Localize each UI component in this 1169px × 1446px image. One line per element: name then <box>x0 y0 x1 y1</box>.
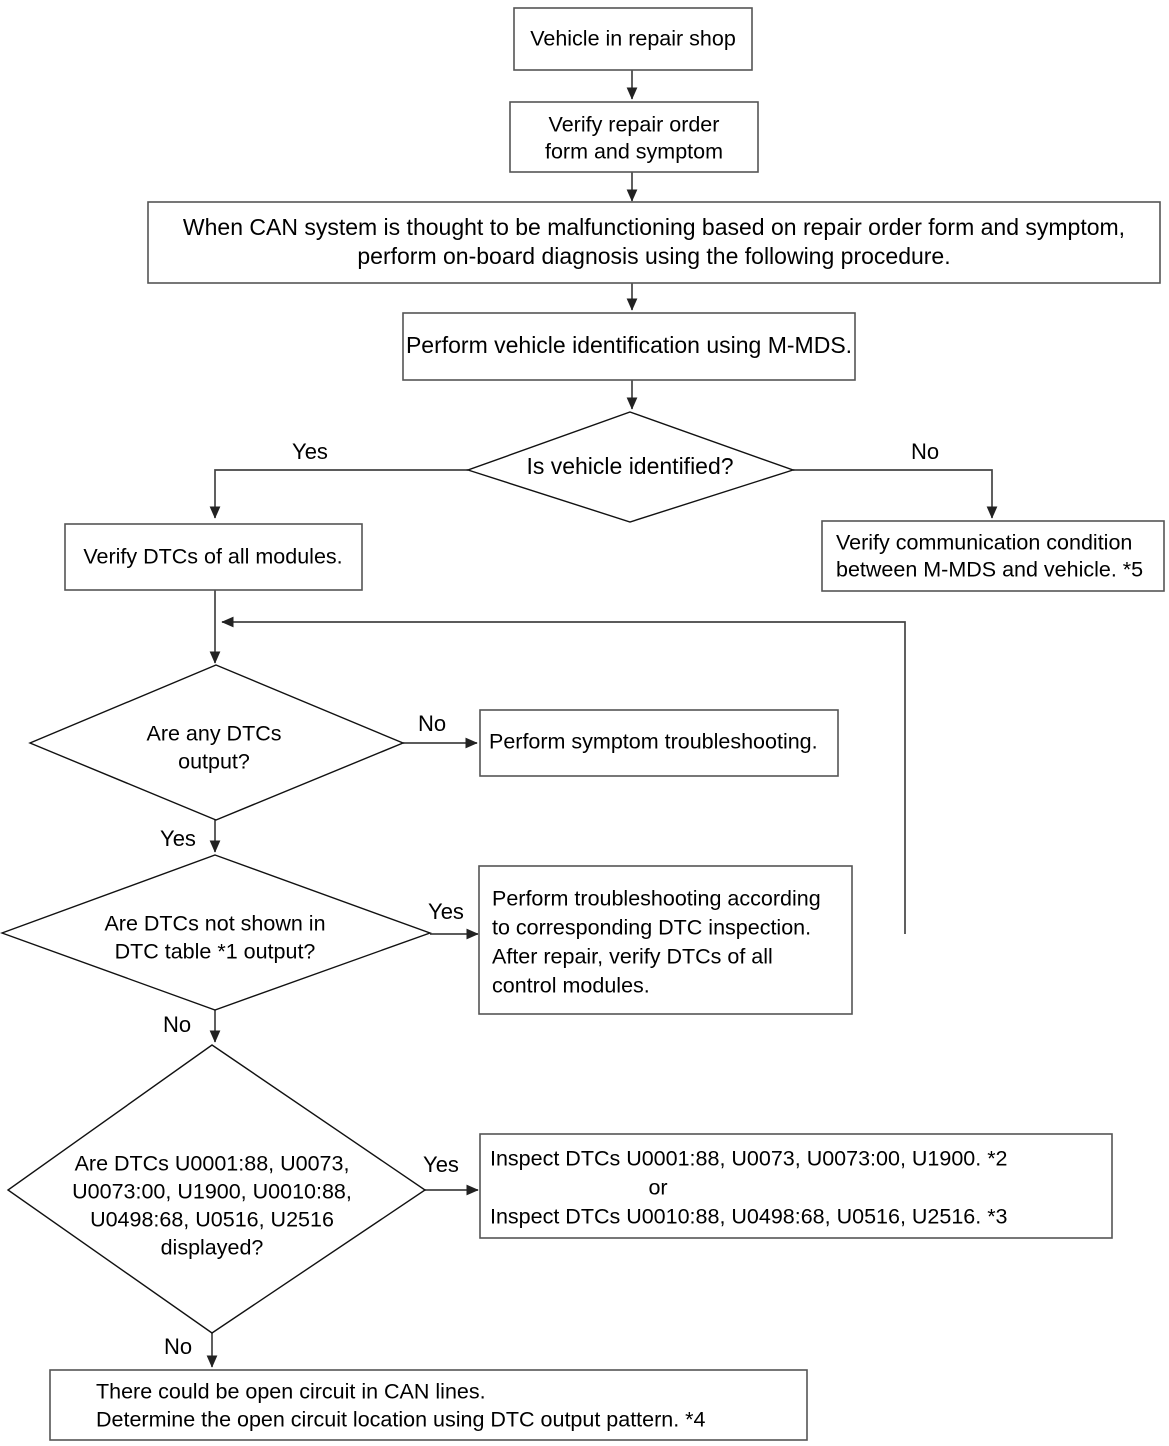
edge-label-identified-yes: Yes <box>292 439 328 464</box>
node-open-circuit-conclusion[interactable]: There could be open circuit in CAN lines… <box>49 1369 808 1441</box>
edge-label-identified-no: No <box>911 439 939 464</box>
node-inspect-dtcs-line-1: or <box>648 1176 667 1200</box>
node-perform-troubleshooting-dtc-line-0: Perform troubleshooting according <box>492 887 821 911</box>
node-are-dtcs-displayed-line-0: Are DTCs U0001:88, U0073, <box>75 1152 350 1176</box>
edge-label-any-dtcs-yes: Yes <box>160 826 196 851</box>
node-is-vehicle-identified-line-0: Is vehicle identified? <box>526 453 733 479</box>
node-verify-repair-order-line-0: Verify repair order <box>549 113 720 137</box>
edge-label-not-in-table-yes: Yes <box>428 899 464 924</box>
node-perform-troubleshooting-dtc-line-3: control modules. <box>492 974 650 998</box>
node-are-any-dtcs-output-line-0: Are any DTCs <box>146 722 281 746</box>
node-perform-vehicle-id-line-0: Perform vehicle identification using M-M… <box>406 332 852 358</box>
edge-label-displayed-yes: Yes <box>423 1152 459 1177</box>
node-are-dtcs-displayed-line-2: U0498:68, U0516, U2516 <box>90 1208 334 1232</box>
node-are-dtcs-not-in-table-line-1: DTC table *1 output? <box>115 940 316 964</box>
node-are-dtcs-not-in-table[interactable]: Are DTCs not shown in DTC table *1 outpu… <box>0 854 433 1011</box>
node-inspect-dtcs-line-2: Inspect DTCs U0010:88, U0498:68, U0516, … <box>490 1205 1008 1229</box>
node-verify-repair-order-line-1: form and symptom <box>545 140 723 164</box>
node-vehicle-in-shop-line-0: Vehicle in repair shop <box>530 27 736 51</box>
node-are-dtcs-displayed-line-3: displayed? <box>161 1236 264 1260</box>
connector-identified-yes <box>209 469 468 519</box>
node-are-dtcs-not-in-table-line-0: Are DTCs not shown in <box>104 912 325 936</box>
connector-feedback-loop <box>221 616 906 934</box>
connectors <box>206 70 998 1368</box>
node-can-malfunction-note-line-1: perform on-board diagnosis using the fol… <box>357 243 950 269</box>
node-open-circuit-conclusion-line-0: There could be open circuit in CAN lines… <box>96 1380 486 1404</box>
node-is-vehicle-identified[interactable]: Is vehicle identified? <box>465 411 796 523</box>
node-verify-dtcs-all-modules[interactable]: Verify DTCs of all modules. <box>64 523 363 591</box>
connector-identified-no <box>793 469 998 519</box>
node-inspect-dtcs-line-0: Inspect DTCs U0001:88, U0073, U0073:00, … <box>490 1147 1008 1171</box>
node-verify-communication-condition-line-1: between M-MDS and vehicle. *5 <box>836 558 1143 582</box>
node-are-any-dtcs-output[interactable]: Are any DTCs output? <box>28 664 405 821</box>
node-verify-dtcs-all-modules-line-0: Verify DTCs of all modules. <box>83 545 342 569</box>
node-perform-troubleshooting-dtc[interactable]: Perform troubleshooting according to cor… <box>478 865 853 1015</box>
node-open-circuit-conclusion-line-1: Determine the open circuit location usin… <box>96 1408 706 1432</box>
node-perform-troubleshooting-dtc-line-2: After repair, verify DTCs of all <box>492 945 773 969</box>
node-perform-symptom-troubleshooting[interactable]: Perform symptom troubleshooting. <box>479 709 839 777</box>
node-verify-communication-condition[interactable]: Verify communication condition between M… <box>821 520 1165 592</box>
node-perform-troubleshooting-dtc-line-1: to corresponding DTC inspection. <box>492 916 811 940</box>
edge-label-not-in-table-no: No <box>163 1012 191 1037</box>
node-are-any-dtcs-output-line-1: output? <box>178 750 250 774</box>
node-perform-vehicle-id[interactable]: Perform vehicle identification using M-M… <box>402 312 856 381</box>
node-are-dtcs-displayed-line-1: U0073:00, U1900, U0010:88, <box>72 1180 352 1204</box>
node-are-dtcs-displayed[interactable]: Are DTCs U0001:88, U0073, U0073:00, U190… <box>6 1044 427 1334</box>
node-perform-symptom-troubleshooting-line-0: Perform symptom troubleshooting. <box>489 730 818 754</box>
node-can-malfunction-note[interactable]: When CAN system is thought to be malfunc… <box>147 201 1161 284</box>
node-verify-communication-condition-line-0: Verify communication condition <box>836 531 1132 555</box>
node-verify-repair-order[interactable]: Verify repair order form and symptom <box>509 101 759 173</box>
node-vehicle-in-shop[interactable]: Vehicle in repair shop <box>513 7 753 71</box>
node-can-malfunction-note-line-0: When CAN system is thought to be malfunc… <box>183 214 1125 240</box>
node-inspect-dtcs[interactable]: Inspect DTCs U0001:88, U0073, U0073:00, … <box>479 1133 1113 1239</box>
edge-label-any-dtcs-no: No <box>418 711 446 736</box>
edge-label-displayed-no: No <box>164 1334 192 1359</box>
